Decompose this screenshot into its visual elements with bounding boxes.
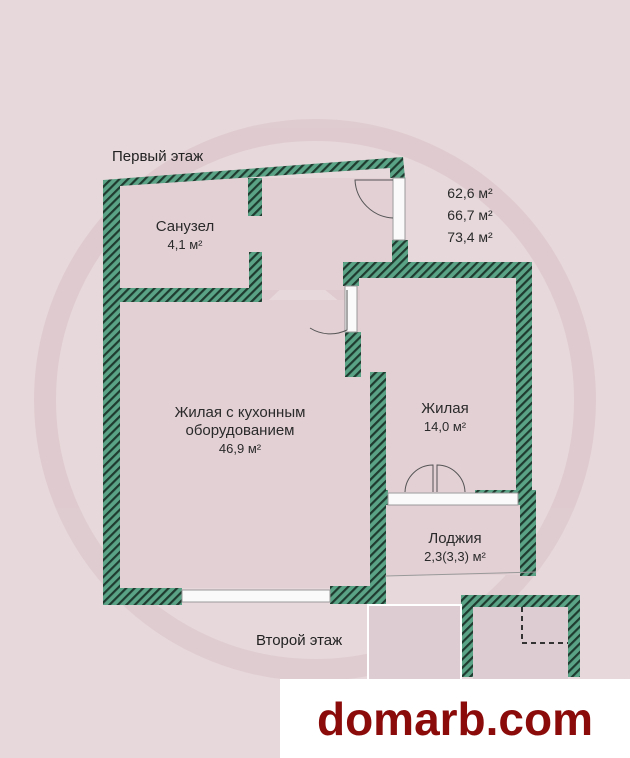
walls bbox=[103, 157, 580, 677]
total-area-2: 66,7 м² bbox=[447, 207, 493, 223]
room-name: Лоджия bbox=[428, 530, 482, 547]
room-area: 2,3(3,3) м² bbox=[424, 549, 486, 564]
second-floor-label: Второй этаж bbox=[256, 632, 343, 649]
total-area-3: 73,4 м² bbox=[447, 229, 493, 245]
room-living: Жилая 14,0 м² bbox=[390, 400, 500, 436]
brand-logo-text: domarb.com bbox=[316, 692, 594, 745]
room-area: 46,9 м² bbox=[218, 441, 262, 456]
windows bbox=[181, 177, 537, 603]
total-areas: 62,6 м² 66,7 м² 73,4 м² bbox=[425, 182, 515, 248]
first-floor-label: Первый этаж bbox=[112, 148, 204, 165]
second-floor-preview bbox=[367, 604, 568, 681]
brand-banner[interactable]: domarb.com bbox=[280, 679, 630, 758]
room-kitchen-living: Жилая с кухонным оборудованием 46,9 м² bbox=[150, 404, 330, 458]
total-area-1: 62,6 м² bbox=[447, 185, 493, 201]
room-area: 14,0 м² bbox=[423, 419, 467, 434]
room-name: Жилая bbox=[421, 400, 469, 417]
room-loggia: Лоджия 2,3(3,3) м² bbox=[390, 530, 520, 566]
doors bbox=[309, 179, 466, 493]
room-area: 4,1 м² bbox=[167, 237, 203, 252]
room-bathroom: Санузел 4,1 м² bbox=[130, 218, 240, 254]
room-name: Санузел bbox=[155, 218, 215, 235]
room-name: Жилая с кухонным оборудованием bbox=[174, 404, 306, 439]
